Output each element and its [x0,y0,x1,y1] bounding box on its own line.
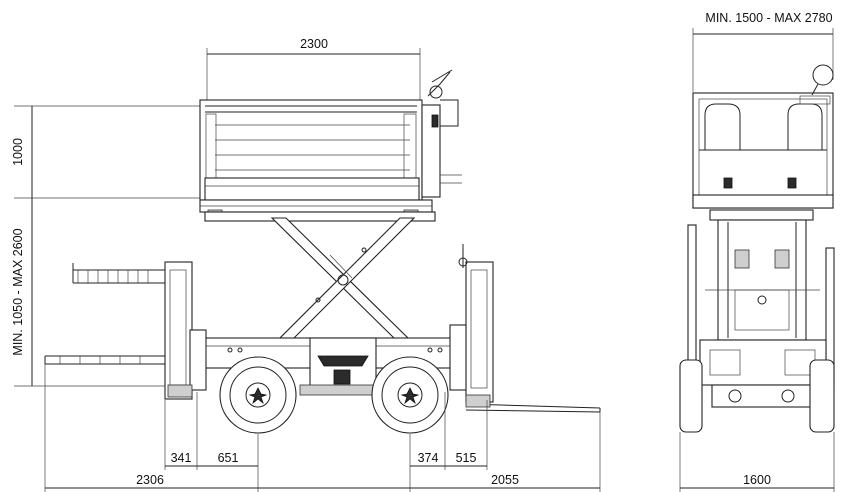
platform-height-label: MIN. 1050 - MAX 2600 [11,228,25,355]
rear-wheel [371,356,449,434]
end-scissor [705,219,820,341]
end-chassis [699,339,827,408]
platform-length-label: 2300 [300,37,328,51]
front-wheel [219,356,297,434]
end-platform-cage [692,64,834,209]
track-width-label: 1600 [743,473,771,487]
rear-overhang-label: 2055 [491,473,519,487]
dimension-guardrail-height: 1000 [11,105,205,199]
end-view: MIN. 1500 - MAX 2780 [679,11,835,492]
dimension-platform-length: 2300 [206,37,421,105]
platform-cage [199,69,462,219]
dimension-track-width: 1600 [679,432,835,492]
front-fork-assembly [44,261,207,400]
platform-width-label: MIN. 1500 - MAX 2780 [705,11,832,25]
guardrail-height-label: 1000 [11,138,25,166]
end-wheel-right [809,359,835,433]
rear-offset-a-label: 374 [418,451,439,465]
dimension-bottom-chain: 341 651 374 515 2306 2055 [44,364,601,492]
end-wheel-left [679,359,703,433]
side-view: 2300 1000 MIN. 1050 - MAX 2600 [11,37,601,492]
front-offset-b-label: 651 [218,451,239,465]
front-offset-a-label: 341 [171,451,192,465]
end-platform-deck [709,209,814,221]
scissor-lift [204,211,436,341]
rear-offset-b-label: 515 [456,451,477,465]
rear-fork-assembly [449,244,601,413]
dimension-platform-height: MIN. 1050 - MAX 2600 [11,198,170,387]
front-overhang-label: 2306 [136,473,164,487]
dimension-platform-width: MIN. 1500 - MAX 2780 [692,11,834,92]
